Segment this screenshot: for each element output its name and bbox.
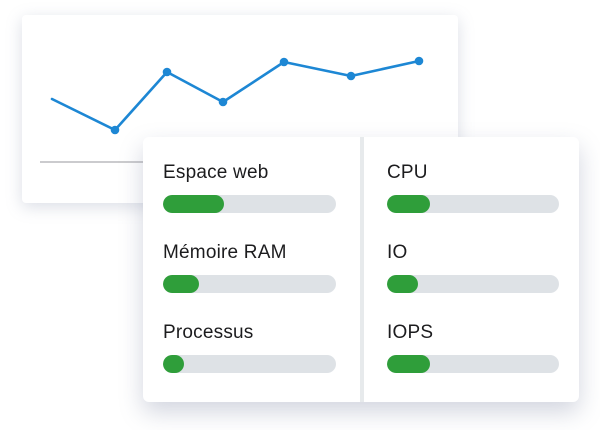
metric-row-processus: Processus: [163, 321, 336, 373]
line-chart: [40, 56, 440, 163]
chart-point: [279, 57, 289, 67]
progress-fill: [387, 355, 430, 373]
progress-fill: [163, 195, 224, 213]
chart-line: [50, 59, 421, 132]
chart-point: [162, 67, 172, 77]
progress-track: [163, 195, 336, 213]
metric-row-cpu: CPU: [387, 161, 559, 213]
progress-fill: [387, 195, 430, 213]
chart-point: [346, 71, 356, 81]
metrics-column-left: Espace web Mémoire RAM Processus: [143, 137, 360, 402]
metric-label: Espace web: [163, 162, 269, 183]
progress-track: [387, 355, 559, 373]
metric-row-espace-web: Espace web: [163, 161, 336, 213]
progress-track: [387, 195, 559, 213]
chart-point: [414, 56, 424, 66]
progress-fill: [163, 355, 184, 373]
progress-track: [387, 275, 559, 293]
metric-label: CPU: [387, 162, 428, 183]
column-divider: [360, 137, 364, 402]
progress-track: [163, 355, 336, 373]
metric-label: IOPS: [387, 322, 434, 343]
metric-label: Mémoire RAM: [163, 242, 287, 263]
progress-fill: [163, 275, 200, 293]
progress-fill: [387, 275, 418, 293]
chart-point: [218, 97, 228, 107]
progress-track: [163, 275, 336, 293]
chart-point: [110, 125, 120, 135]
metric-label: Processus: [163, 322, 254, 343]
metric-row-iops: IOPS: [387, 321, 559, 373]
metric-row-io: IO: [387, 241, 559, 293]
metric-row-memoire-ram: Mémoire RAM: [163, 241, 336, 293]
metrics-column-right: CPU IO IOPS: [364, 137, 579, 402]
metrics-card: Espace web Mémoire RAM Processus: [143, 137, 579, 402]
metric-label: IO: [387, 242, 408, 263]
